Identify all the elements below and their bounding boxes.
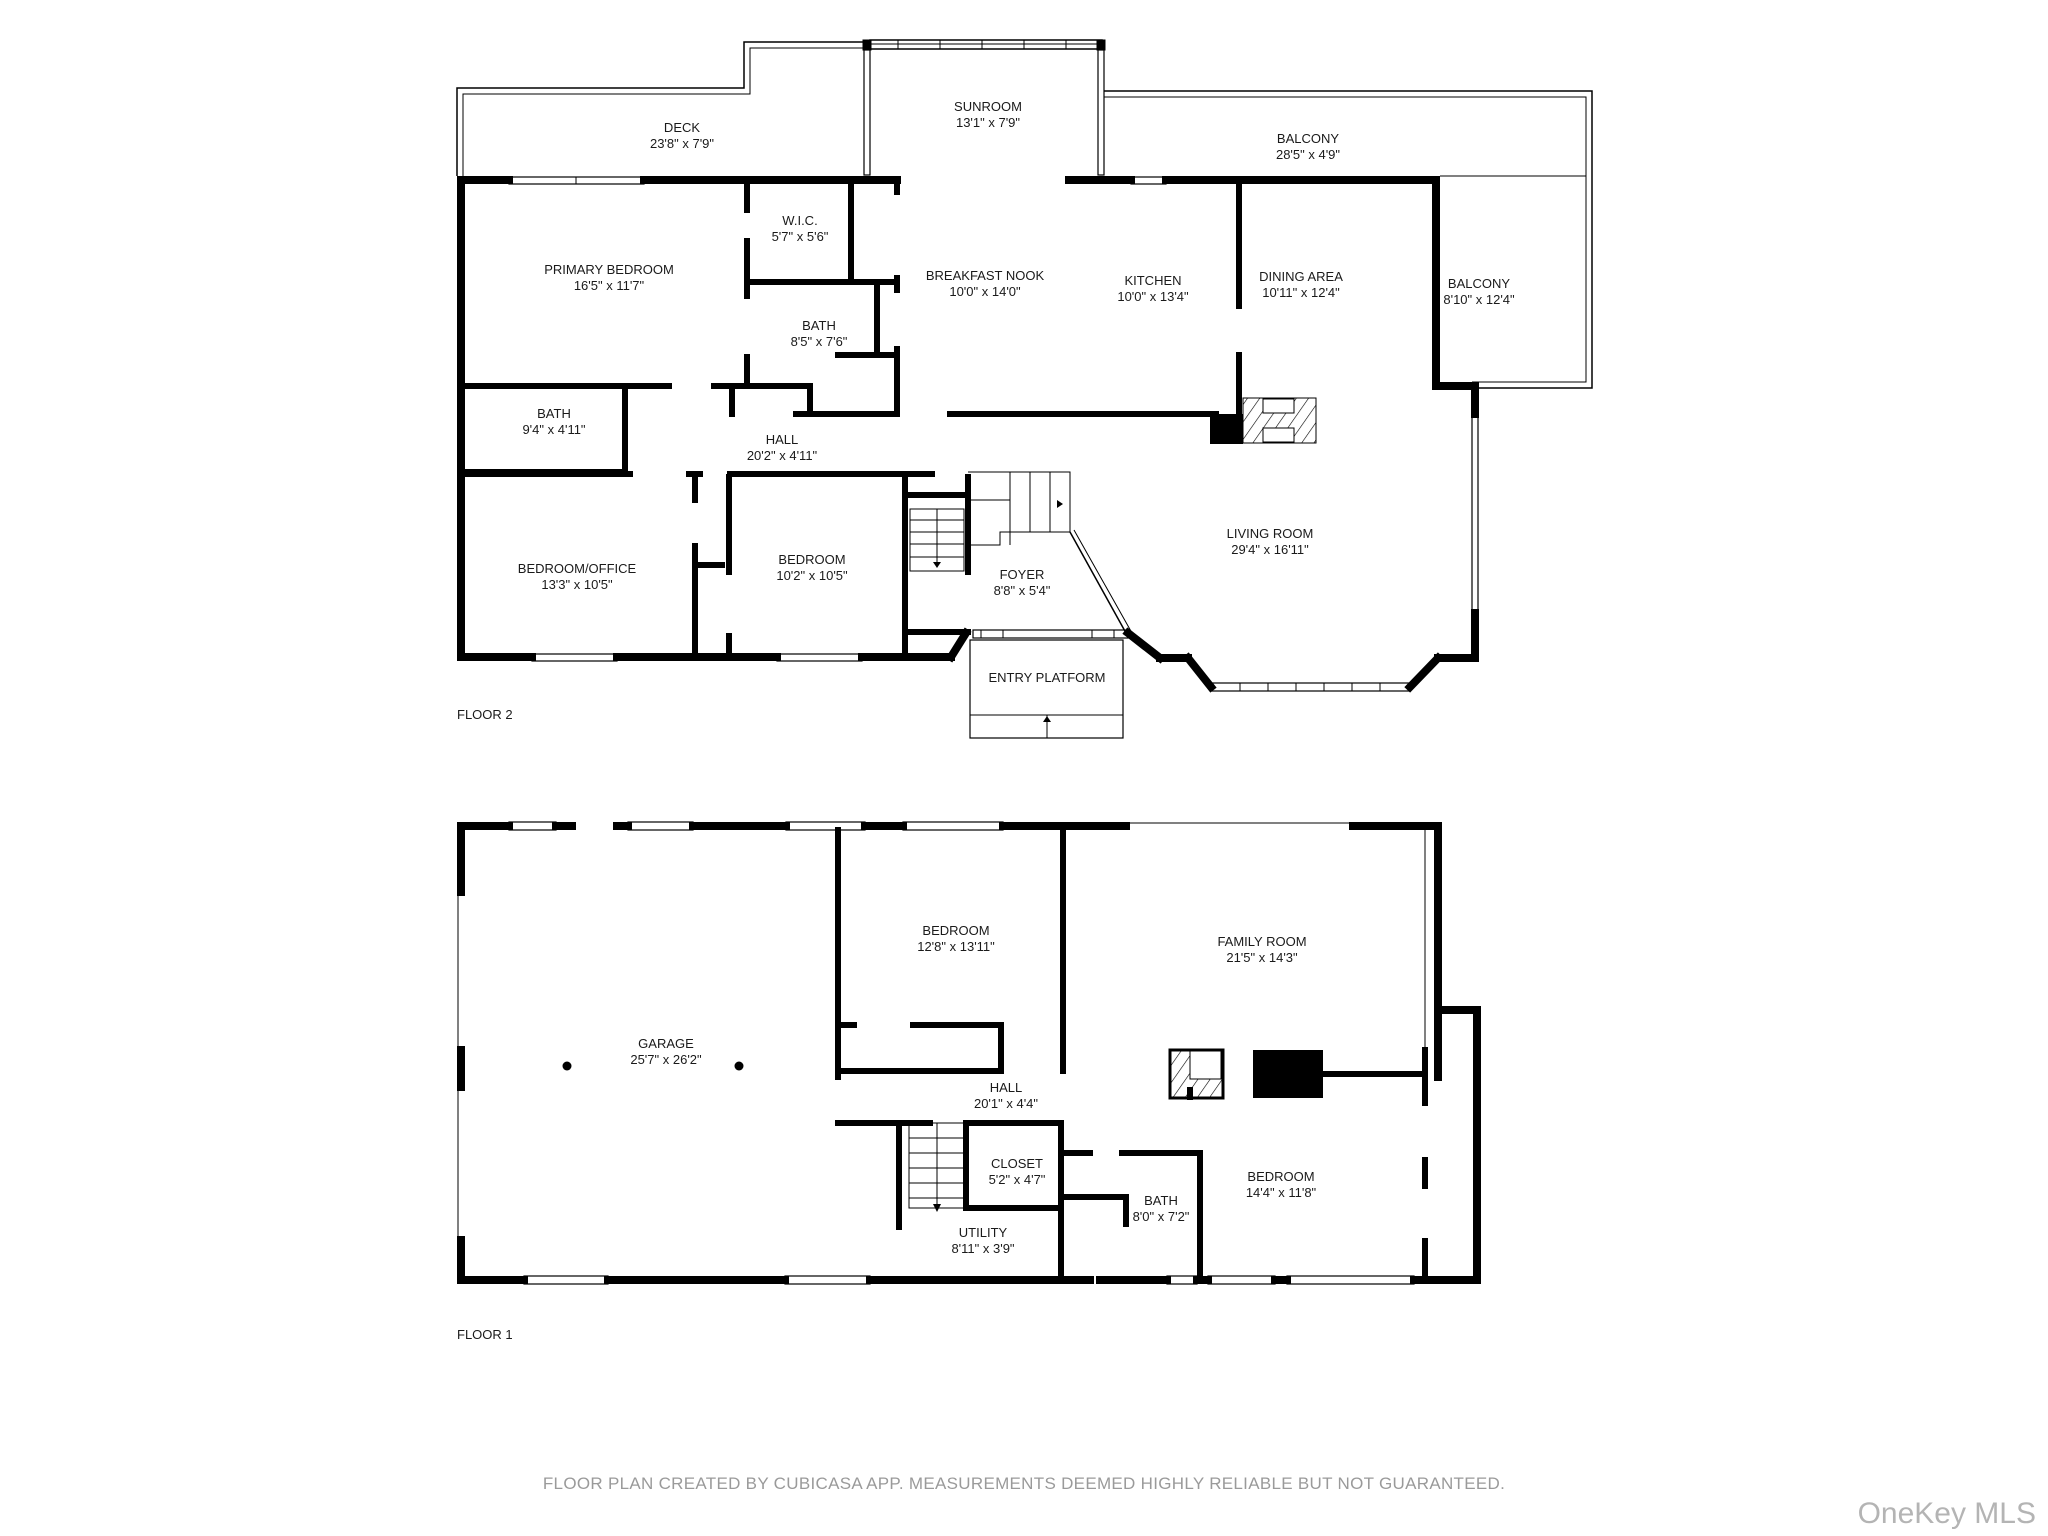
room-dimensions: 20'2" x 4'11" xyxy=(746,448,818,463)
room-name: DINING AREA xyxy=(1259,269,1343,284)
room-name: FOYER xyxy=(999,567,1045,582)
room-dimensions: 9'4" x 4'11" xyxy=(522,422,586,437)
room-name: BALCONY xyxy=(1276,131,1340,146)
room-dimensions: 12'8" x 13'11" xyxy=(917,939,995,954)
room-name: GARAGE xyxy=(638,1036,694,1051)
room-name: BALCONY xyxy=(1447,276,1511,291)
room-dimensions: 25'7" x 26'2" xyxy=(630,1052,702,1067)
room-name: HALL xyxy=(765,432,799,447)
room-name: BATH xyxy=(1144,1193,1178,1208)
room-label-entry-platform: ENTRY PLATFORM xyxy=(988,670,1105,686)
room-name: BATH xyxy=(537,406,571,421)
room-dimensions: 16'5" x 11'7" xyxy=(573,278,645,293)
room-dimensions: 23'8" x 7'9" xyxy=(649,136,715,151)
room-name: BEDROOM xyxy=(922,923,990,938)
room-dimensions: 10'11" x 12'4" xyxy=(1262,285,1340,300)
room-label-w-i-c-: W.I.C.5'7" x 5'6" xyxy=(772,213,829,245)
room-name: KITCHEN xyxy=(1124,273,1182,288)
room-dimensions: 14'4" x 11'8" xyxy=(1245,1185,1317,1200)
room-name: LIVING ROOM xyxy=(1226,526,1314,541)
room-dimensions: 13'1" x 7'9" xyxy=(955,115,1021,130)
room-name: UTILITY xyxy=(958,1225,1008,1240)
floor-2-label: FLOOR 2 xyxy=(457,707,513,722)
room-name: BATH xyxy=(802,318,836,333)
room-dimensions: 8'5" x 7'6" xyxy=(790,334,848,349)
room-name: CLOSET xyxy=(990,1156,1043,1171)
deck-outline xyxy=(456,41,870,176)
room-dimensions: 21'5" x 14'3" xyxy=(1226,950,1298,965)
room-dimensions: 28'5" x 4'9" xyxy=(1275,147,1341,162)
room-dimensions: 13'3" x 10'5" xyxy=(541,577,613,592)
room-dimensions: 8'8" x 5'4" xyxy=(993,583,1051,598)
mls-watermark: OneKey MLS xyxy=(1857,1497,2036,1530)
room-dimensions: 10'2" x 10'5" xyxy=(776,568,848,583)
room-dimensions: 8'10" x 12'4" xyxy=(1443,292,1515,307)
room-name: DECK xyxy=(663,120,701,135)
room-name: BEDROOM xyxy=(778,552,846,567)
room-name: HALL xyxy=(989,1080,1023,1095)
floor-1-plan xyxy=(457,821,1481,1285)
floor-1-label: FLOOR 1 xyxy=(457,1327,513,1342)
room-name: PRIMARY BEDROOM xyxy=(544,262,674,277)
room-dimensions: 29'4" x 16'11" xyxy=(1231,542,1309,557)
balcony-outline xyxy=(1104,90,1593,389)
room-name: BEDROOM/OFFICE xyxy=(517,561,637,576)
disclaimer-text: FLOOR PLAN CREATED BY CUBICASA APP. MEAS… xyxy=(542,1474,1506,1493)
room-dimensions: 20'1" x 4'4" xyxy=(973,1096,1039,1111)
floor-2-plan xyxy=(456,39,1593,739)
room-dimensions: 10'0" x 13'4" xyxy=(1117,289,1189,304)
room-name: W.I.C. xyxy=(782,213,818,228)
room-dimensions: 5'7" x 5'6" xyxy=(771,229,829,244)
room-name: ENTRY PLATFORM xyxy=(988,670,1106,685)
room-name: FAMILY ROOM xyxy=(1217,934,1307,949)
room-dimensions: 5'2" x 4'7" xyxy=(988,1172,1046,1187)
room-name: BREAKFAST NOOK xyxy=(925,268,1045,283)
room-dimensions: 10'0" x 14'0" xyxy=(949,284,1021,299)
room-dimensions: 8'11" x 3'9" xyxy=(951,1241,1015,1256)
room-dimensions: 8'0" x 7'2" xyxy=(1132,1209,1190,1224)
room-name: BEDROOM xyxy=(1247,1169,1315,1184)
room-name: SUNROOM xyxy=(954,99,1022,114)
